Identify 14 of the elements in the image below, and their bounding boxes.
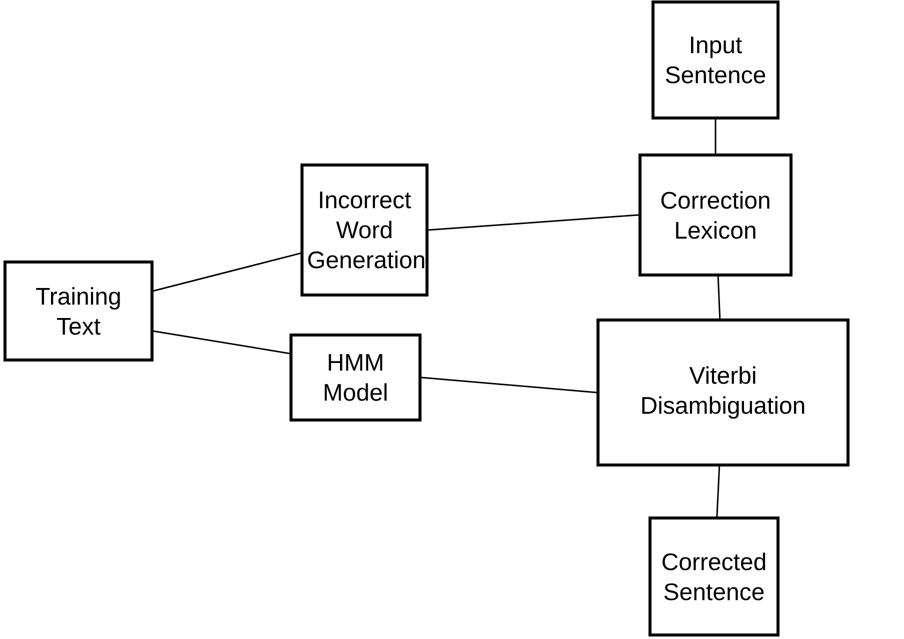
process-box: Training Text bbox=[4, 260, 154, 362]
process-box: Corrected Sentence bbox=[648, 516, 780, 636]
process-box: HMM Model bbox=[290, 334, 422, 422]
connector-line bbox=[153, 330, 290, 354]
process-box: Viterbi Disambiguation bbox=[596, 318, 850, 466]
process-box: Input Sentence bbox=[652, 0, 780, 120]
connector-line bbox=[428, 214, 639, 231]
connector-line bbox=[717, 276, 721, 319]
connector-line bbox=[421, 376, 597, 394]
connector-line bbox=[714, 120, 716, 154]
connector-line bbox=[153, 252, 301, 292]
process-box: Incorrect Word Generation bbox=[300, 164, 428, 296]
connector-line bbox=[716, 466, 720, 517]
process-box: Correction Lexicon bbox=[638, 154, 792, 276]
